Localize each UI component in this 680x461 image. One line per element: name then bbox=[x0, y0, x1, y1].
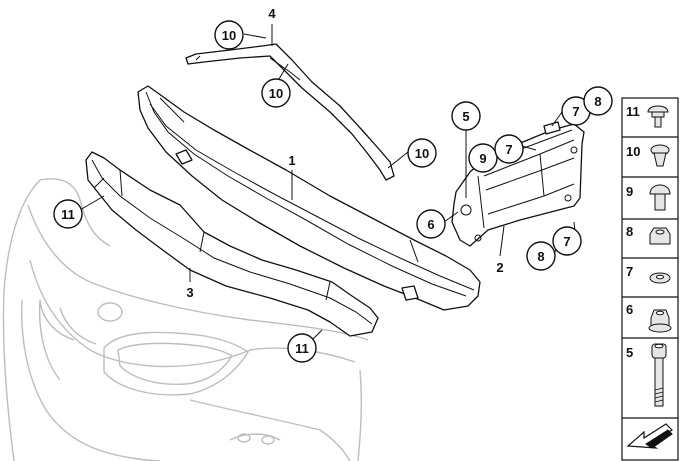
support-rod-part bbox=[185, 43, 395, 181]
callout-7-bottom: 7 bbox=[552, 226, 582, 256]
callout-11-bottom: 11 bbox=[287, 333, 317, 363]
expanding-rivet-icon bbox=[650, 144, 670, 167]
hex-nut-icon bbox=[649, 227, 671, 245]
callout-label: 7 bbox=[572, 104, 579, 119]
callout-8-top: 8 bbox=[583, 86, 613, 116]
callout-10-mid: 10 bbox=[261, 78, 291, 108]
legend-row-8: 8 bbox=[626, 224, 671, 245]
callout-label: 8 bbox=[594, 94, 601, 109]
callout-label: 4 bbox=[268, 6, 276, 21]
callout-label: 6 bbox=[427, 217, 434, 232]
callout-label: 7 bbox=[505, 142, 512, 157]
callout-label: 7 bbox=[563, 234, 570, 249]
push-rivet-icon bbox=[647, 105, 669, 128]
callout-2: 2 bbox=[496, 260, 503, 275]
direction-arrow-icon bbox=[626, 423, 673, 449]
callout-11-left: 11 bbox=[53, 199, 83, 229]
callout-4: 4 bbox=[268, 6, 276, 21]
callout-label: 8 bbox=[537, 249, 544, 264]
callout-6: 6 bbox=[416, 209, 446, 239]
hex-socket-bolt-icon bbox=[651, 343, 667, 407]
legend-row-7: 7 bbox=[626, 264, 671, 284]
legend-row-5: 5 bbox=[626, 343, 667, 407]
callout-10-right: 10 bbox=[407, 138, 437, 168]
legend-number: 6 bbox=[626, 302, 633, 317]
legend-number: 8 bbox=[626, 224, 633, 239]
legend-row-10: 10 bbox=[626, 144, 670, 167]
callout-label: 1 bbox=[288, 153, 295, 168]
callout-8-bottom: 8 bbox=[526, 241, 556, 271]
callout-3: 3 bbox=[186, 285, 193, 300]
round-head-screw-icon bbox=[649, 184, 671, 211]
callout-7-mid: 7 bbox=[494, 134, 524, 164]
legend-number: 10 bbox=[626, 144, 640, 159]
legend-number: 11 bbox=[626, 104, 640, 119]
parts-legend: 11 10 9 8 bbox=[621, 97, 679, 461]
legend-number: 7 bbox=[626, 264, 633, 279]
callout-label: 11 bbox=[295, 341, 309, 356]
legend-row-6: 6 bbox=[626, 302, 672, 333]
callout-label: 11 bbox=[61, 207, 75, 222]
legend-row-9: 9 bbox=[626, 184, 671, 211]
bumper-carrier-part bbox=[137, 85, 481, 311]
washer-icon bbox=[649, 272, 671, 284]
collar-nut-icon bbox=[648, 309, 672, 333]
callout-5: 5 bbox=[451, 101, 481, 131]
callout-9: 9 bbox=[468, 143, 498, 173]
legend-number: 5 bbox=[626, 345, 633, 360]
callout-label: 2 bbox=[496, 260, 503, 275]
callout-label: 9 bbox=[479, 151, 486, 166]
bumper-outline bbox=[2, 178, 369, 461]
callout-1: 1 bbox=[288, 153, 295, 168]
energy-absorber-part bbox=[85, 151, 379, 337]
legend-number: 9 bbox=[626, 184, 633, 199]
callout-label: 10 bbox=[269, 86, 283, 101]
legend-row-11: 11 bbox=[626, 104, 669, 128]
callout-label: 10 bbox=[415, 146, 429, 161]
callout-label: 3 bbox=[186, 285, 193, 300]
callout-label: 10 bbox=[222, 28, 236, 43]
callout-label: 5 bbox=[462, 109, 469, 124]
callout-10-top: 10 bbox=[214, 20, 244, 50]
